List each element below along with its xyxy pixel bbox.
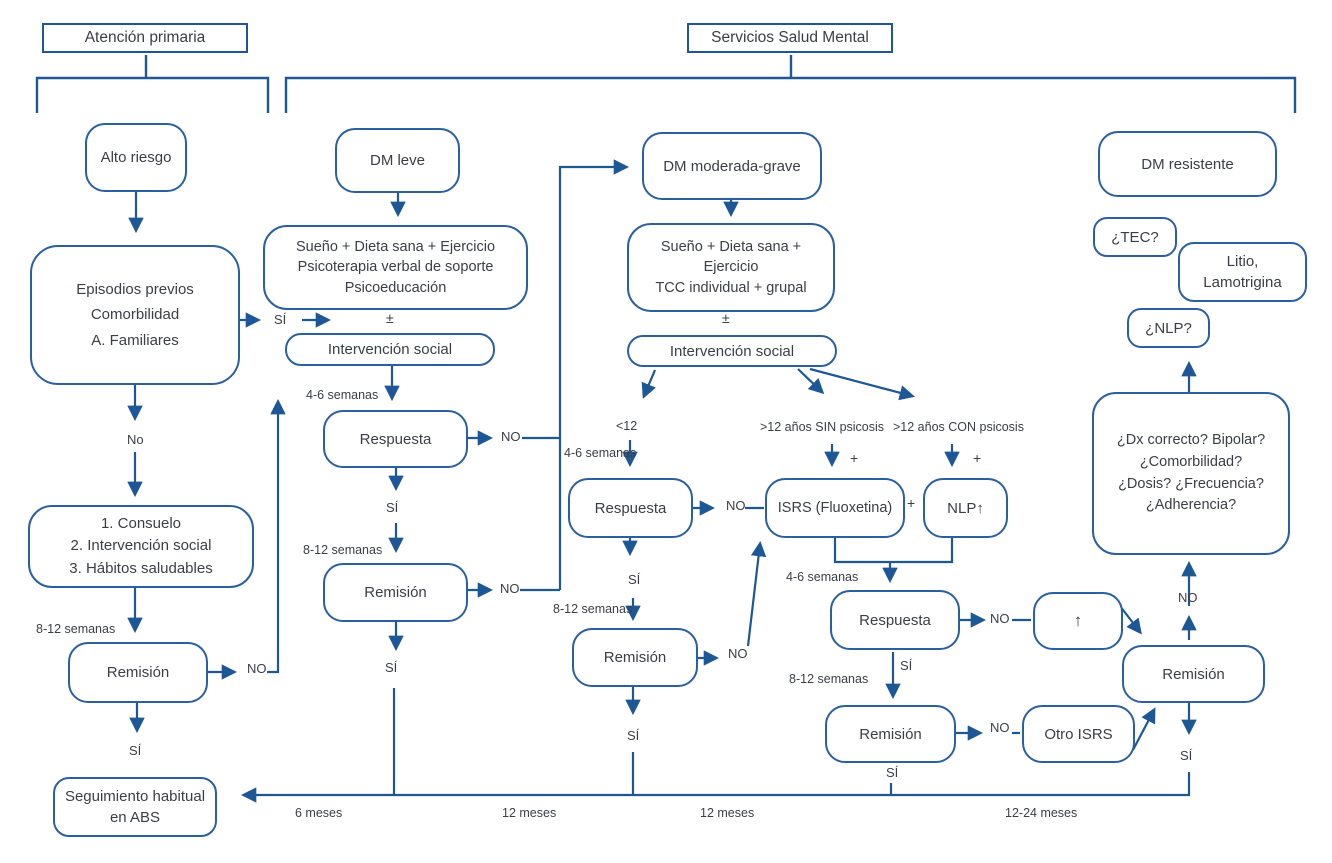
- node-remision-moderada-label: Remisión: [603, 649, 667, 666]
- edge-label-4-6-semanas-leve: 4-6 semanas: [306, 388, 379, 402]
- edge-label-plus-sin: +: [850, 450, 859, 466]
- edge-label-8-12-semanas-moderada: 8-12 semanas: [553, 602, 633, 616]
- edge-label-si-respuesta-leve: SÍ: [386, 500, 399, 515]
- edge-label-si-ap: SÍ: [274, 312, 287, 327]
- node-respuesta-leve-label: Respuesta: [359, 430, 432, 448]
- node-tratamiento-leve: Sueño + Dieta sana + Ejercicio Psicotera…: [263, 225, 528, 310]
- edge-label-si-respuesta-isrs: SÍ: [900, 658, 913, 673]
- edge-label-no-remision-leve: NO: [500, 581, 520, 596]
- node-intervencion-social-moderada-label: Intervención social: [669, 342, 795, 360]
- node-remision-derecha: Remisión: [1122, 645, 1265, 703]
- node-remision-ap-label: Remisión: [106, 664, 170, 681]
- edge-label-4-6-semanas-moderada: 4-6 semanas: [564, 446, 637, 460]
- edge-label-no-ap: No: [127, 432, 144, 447]
- node-nlp-label: NLP↑: [947, 499, 984, 517]
- node-dm-resistente: DM resistente: [1098, 131, 1277, 197]
- node-dx-correcto: ¿Dx correcto? Bipolar? ¿Comorbilidad? ¿D…: [1092, 392, 1290, 555]
- node-seguimiento-abs-label: Seguimiento habitual en ABS: [64, 788, 206, 826]
- node-alto-riesgo-label: Alto riesgo: [100, 149, 172, 166]
- edge-label-no-remision-ap: NO: [247, 661, 267, 676]
- node-consuelo: 1. Consuelo 2. Intervención social 3. Há…: [28, 505, 254, 588]
- edge-label-mas-menos-leve: ±: [386, 310, 394, 326]
- header-servicios-salud-mental: Servicios Salud Mental: [687, 23, 893, 53]
- node-subir-dosis: ↑: [1033, 592, 1123, 650]
- timeline-label-12-meses-b: 12 meses: [700, 806, 755, 820]
- node-intervencion-social-leve-label: Intervención social: [327, 341, 453, 358]
- node-subir-dosis-label: ↑: [1073, 611, 1083, 631]
- node-seguimiento-abs: Seguimiento habitual en ABS: [53, 777, 217, 837]
- node-otro-isrs-label: Otro ISRS: [1044, 725, 1113, 743]
- node-remision-isrs-label: Remisión: [859, 725, 922, 743]
- node-episodios-previos-label: Episodios previos Comorbilidad A. Famili…: [76, 280, 194, 349]
- node-dm-moderada-grave-label: DM moderada-grave: [663, 157, 801, 175]
- edge-label-si-remision-derecha: SÍ: [1180, 748, 1193, 763]
- node-tratamiento-moderada: Sueño + Dieta sana + Ejercicio TCC indiv…: [627, 223, 835, 312]
- edge-label-si-remision-leve: SÍ: [385, 660, 398, 675]
- edge-label-no-respuesta-isrs: NO: [990, 611, 1010, 626]
- edge-label-mas-menos-moderada: ±: [722, 310, 730, 326]
- edge-label-no-remision-derecha: NO: [1178, 590, 1198, 605]
- node-tratamiento-moderada-label: Sueño + Dieta sana + Ejercicio TCC indiv…: [655, 239, 807, 296]
- edge-label-8-12-semanas-leve: 8-12 semanas: [303, 543, 383, 557]
- edge-label-mayor-12-con-psicosis: >12 años CON psicosis: [893, 420, 1024, 434]
- node-episodios-previos: Episodios previos Comorbilidad A. Famili…: [30, 245, 240, 385]
- edge-label-8-12-semanas-isrs: 8-12 semanas: [789, 672, 869, 686]
- node-tratamiento-leve-label: Sueño + Dieta sana + Ejercicio Psicotera…: [295, 239, 496, 296]
- header-atencion-primaria: Atención primaria: [42, 23, 248, 53]
- node-respuesta-isrs: Respuesta: [830, 590, 960, 650]
- node-nlp-pregunta-label: ¿NLP?: [1145, 319, 1192, 337]
- node-dm-moderada-grave: DM moderada-grave: [642, 132, 822, 200]
- edge-label-si-respuesta-moderada: SÍ: [628, 572, 641, 587]
- flow-lines: [392, 436, 1031, 795]
- edge-label-no-respuesta-leve: NO: [501, 429, 521, 444]
- node-nlp: NLP↑: [923, 478, 1008, 538]
- node-alto-riesgo: Alto riesgo: [85, 123, 187, 192]
- edge-label-plus-isrs-nlp: +: [907, 495, 916, 511]
- node-respuesta-moderada: Respuesta: [568, 478, 693, 538]
- node-otro-isrs: Otro ISRS: [1022, 705, 1135, 763]
- node-tec: ¿TEC?: [1093, 217, 1177, 257]
- node-remision-derecha-label: Remisión: [1162, 665, 1225, 683]
- node-intervencion-social-moderada: Intervención social: [627, 335, 837, 367]
- node-isrs-fluoxetina: ISRS (Fluoxetina): [765, 478, 905, 538]
- timeline-label-12-24-meses: 12-24 meses: [1005, 806, 1078, 820]
- node-dx-correcto-label: ¿Dx correcto? Bipolar? ¿Comorbilidad? ¿D…: [1116, 432, 1266, 514]
- edge-label-8-12-semanas-ap: 8-12 semanas: [36, 622, 116, 636]
- node-respuesta-leve: Respuesta: [323, 410, 468, 468]
- edge-label-no-respuesta-moderada: NO: [726, 498, 746, 513]
- node-isrs-fluoxetina-label: ISRS (Fluoxetina): [777, 499, 893, 516]
- edge-label-si-remision-moderada: SÍ: [627, 728, 640, 743]
- node-dm-leve: DM leve: [335, 128, 460, 193]
- node-litio-lamotrigina-label: Litio, Lamotrigina: [1203, 253, 1282, 291]
- header-servicios-salud-mental-label: Servicios Salud Mental: [711, 29, 869, 47]
- node-litio-lamotrigina: Litio, Lamotrigina: [1178, 242, 1307, 302]
- node-respuesta-isrs-label: Respuesta: [859, 611, 931, 629]
- edge-label-mayor-12-sin-psicosis: >12 años SIN psicosis: [760, 420, 885, 434]
- edge-label-plus-con: +: [973, 450, 982, 466]
- node-respuesta-moderada-label: Respuesta: [594, 499, 667, 517]
- timeline-label-12-meses-a: 12 meses: [502, 806, 557, 820]
- header-brackets: [35, 55, 1297, 113]
- node-remision-leve-label: Remisión: [364, 584, 427, 601]
- node-consuelo-label: 1. Consuelo 2. Intervención social 3. Há…: [69, 514, 213, 577]
- node-remision-moderada: Remisión: [572, 628, 698, 687]
- flow-arrows: [127, 159, 1197, 803]
- node-dm-leve-label: DM leve: [369, 152, 425, 169]
- node-tec-label: ¿TEC?: [1111, 228, 1159, 246]
- node-remision-ap: Remisión: [68, 642, 208, 703]
- header-atencion-primaria-label: Atención primaria: [84, 29, 206, 47]
- node-dm-resistente-label: DM resistente: [1141, 155, 1234, 173]
- node-nlp-pregunta: ¿NLP?: [1127, 308, 1210, 348]
- edge-label-si-remision-isrs: SÍ: [884, 765, 901, 780]
- edge-label-menor-12: <12: [616, 419, 638, 433]
- timeline-label-6-meses: 6 meses: [295, 806, 343, 820]
- edge-label-no-remision-moderada: NO: [728, 646, 748, 661]
- edge-label-4-6-semanas-isrs: 4-6 semanas: [786, 570, 859, 584]
- node-remision-isrs: Remisión: [825, 705, 956, 763]
- node-remision-leve: Remisión: [323, 563, 468, 622]
- edge-label-si-remision-ap: SÍ: [129, 743, 142, 758]
- node-intervencion-social-leve: Intervención social: [285, 333, 495, 366]
- edge-label-no-remision-isrs: NO: [990, 720, 1010, 735]
